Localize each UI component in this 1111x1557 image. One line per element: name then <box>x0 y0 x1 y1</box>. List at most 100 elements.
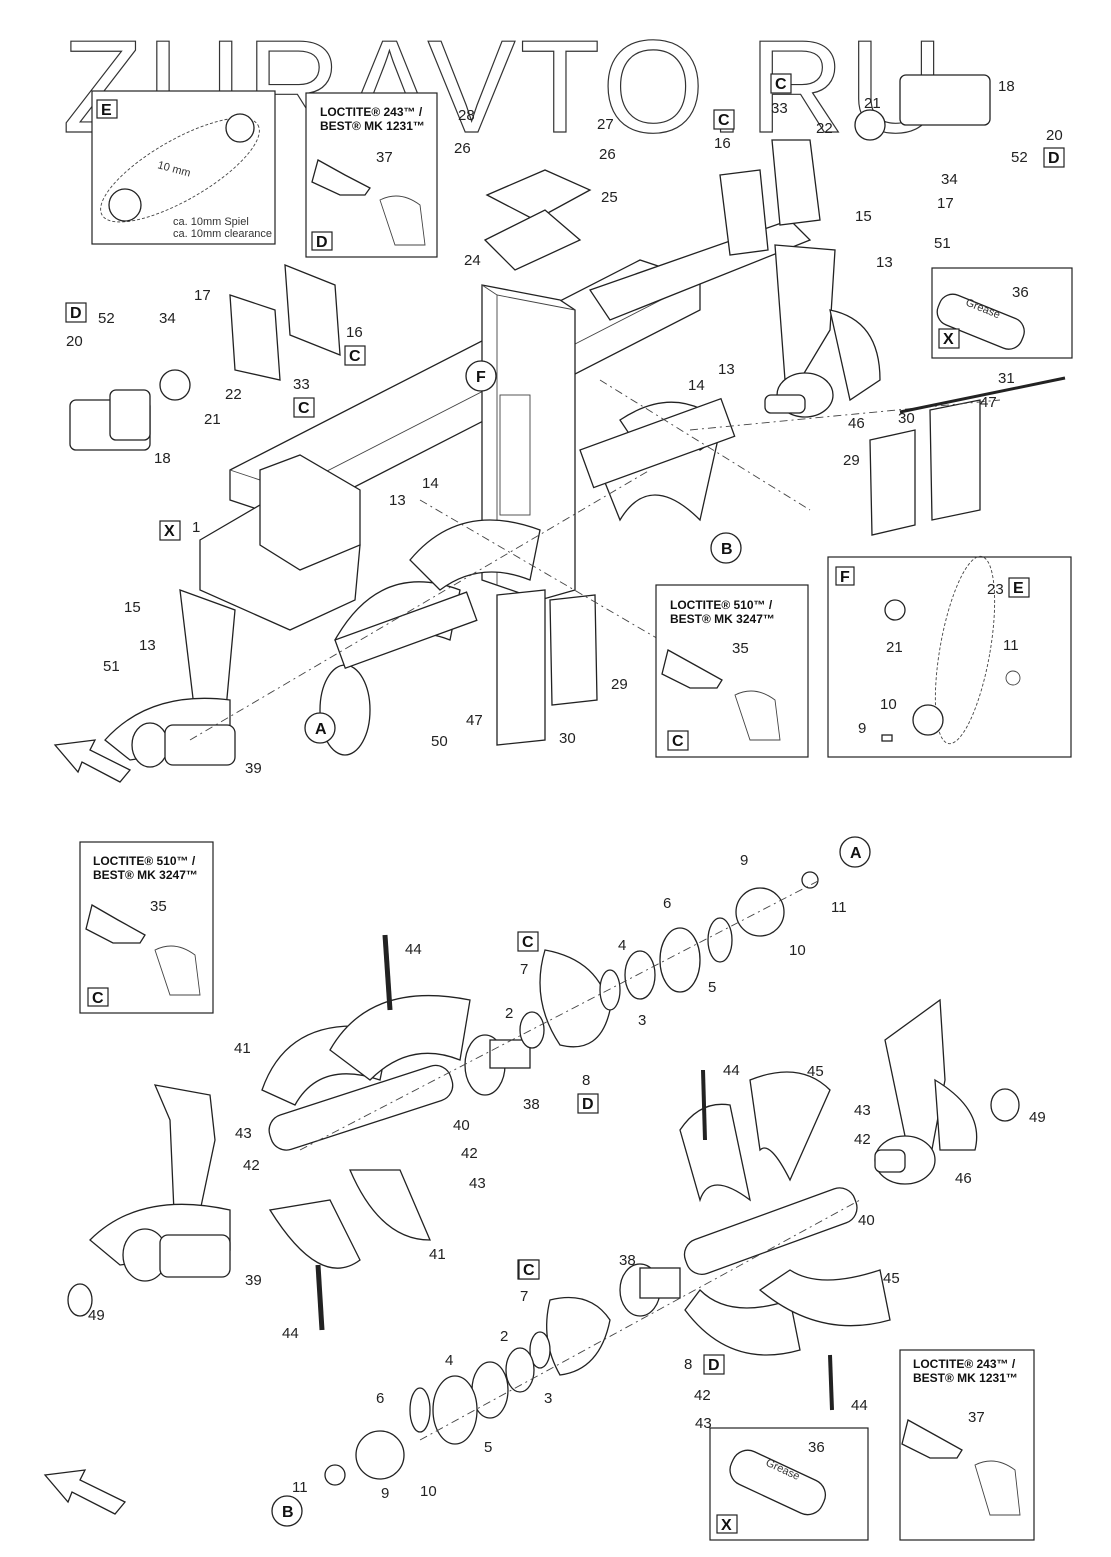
reference-box <box>770 73 792 94</box>
part-number-label: 52 <box>98 310 115 327</box>
part-number-label: 18 <box>998 78 1015 95</box>
loctite-line1: LOCTITE® 510™ / <box>670 598 773 612</box>
reference-letter: C <box>523 1262 535 1279</box>
part-number-label: 22 <box>225 386 242 403</box>
part-number-label: 13 <box>389 492 406 509</box>
reference-box <box>344 345 366 366</box>
part-number-label: 6 <box>663 895 671 912</box>
part-number-label: 15 <box>855 208 872 225</box>
part-number-label: 25 <box>601 189 618 206</box>
part-number-label: 16 <box>714 135 731 152</box>
reference-box <box>1043 147 1065 168</box>
detail-circle-letter: A <box>850 845 862 862</box>
detail-circle-letter: F <box>476 369 486 386</box>
part-37-label: 37 <box>968 1409 985 1426</box>
part-number-label: 15 <box>124 599 141 616</box>
part-number-label: 43 <box>235 1125 252 1142</box>
part-number-label: 2 <box>505 1005 513 1022</box>
reference-letter: D <box>70 305 82 322</box>
part-number-label: 41 <box>234 1040 251 1057</box>
part-number-label: 49 <box>88 1307 105 1324</box>
part-number-label: 28 <box>458 107 475 124</box>
part-35-label: 35 <box>732 640 749 657</box>
part-23-label: 23 <box>987 581 1004 598</box>
reference-box <box>159 520 181 541</box>
reference-box <box>293 397 315 418</box>
part-number-label: 4 <box>445 1352 453 1369</box>
part-number-label: 10 <box>789 942 806 959</box>
part-number-label: 49 <box>1029 1109 1046 1126</box>
part-number-label: 13 <box>718 361 735 378</box>
reference-letter: C <box>522 934 534 951</box>
part-number-label: 17 <box>937 195 954 212</box>
reference-letter: C <box>672 733 684 750</box>
part-9-label: 9 <box>858 720 866 737</box>
part-number-label: 47 <box>980 394 997 411</box>
part-number-label: 52 <box>1011 149 1028 166</box>
part-number-label: 22 <box>816 120 833 137</box>
loctite-line2: BEST® MK 3247™ <box>93 868 198 882</box>
detail-circle <box>271 1495 303 1527</box>
reference-box <box>938 328 960 349</box>
part-number-label: 50 <box>431 733 448 750</box>
part-number-label: 3 <box>544 1390 552 1407</box>
chain-note-de: ca. 10mm Spiel <box>173 216 249 228</box>
grease-callout-bottom: Grease 36 X <box>709 1427 869 1541</box>
loctite-line1: LOCTITE® 243™ / <box>913 1357 1016 1371</box>
part-number-label: 7 <box>520 1288 528 1305</box>
part-number-label: 27 <box>597 116 614 133</box>
part-number-label: 30 <box>898 410 915 427</box>
bottom-assembly-drawing <box>43 871 1020 1515</box>
detail-circle <box>839 836 871 868</box>
part-number-label: 9 <box>381 1485 389 1502</box>
reference-box <box>713 109 735 130</box>
reference-letter: X <box>943 331 954 348</box>
top-assembly-drawing <box>53 74 1066 783</box>
part-number-label: 42 <box>694 1387 711 1404</box>
part-number-label: 38 <box>523 1096 540 1113</box>
reference-letter: D <box>1048 150 1060 167</box>
part-number-label: 14 <box>422 475 439 492</box>
part-number-label: 38 <box>619 1252 636 1269</box>
detail-circle-letter: B <box>282 1504 294 1521</box>
ref-box-c: C <box>92 990 104 1007</box>
part-number-label: 44 <box>723 1062 740 1079</box>
part-number-label: 31 <box>998 370 1015 387</box>
part-number-label: 39 <box>245 1272 262 1289</box>
part-number-label: 42 <box>461 1145 478 1162</box>
part-number-label: 29 <box>611 676 628 693</box>
part-number-label: 20 <box>1046 127 1063 144</box>
part-number-label: 44 <box>851 1397 868 1414</box>
part-number-label: 44 <box>282 1325 299 1342</box>
reference-letter: D <box>708 1357 720 1374</box>
loctite-line2: BEST® MK 1231™ <box>320 119 425 133</box>
part-number-label: 5 <box>708 979 716 996</box>
part-21-label: 21 <box>886 639 903 656</box>
part-number-label: 33 <box>293 376 310 393</box>
part-number-label: 42 <box>854 1131 871 1148</box>
reference-letter: C <box>349 348 361 365</box>
loctite-243-callout-top: LOCTITE® 243™ / BEST® MK 1231™ 37 D <box>305 92 438 258</box>
ref-box-f: F <box>840 569 850 586</box>
chain-note-en: ca. 10mm clearance <box>173 228 272 240</box>
part-number-label: 41 <box>429 1246 446 1263</box>
part-number-label: 51 <box>934 235 951 252</box>
part-number-label: 46 <box>955 1170 972 1187</box>
part-number-label: 11 <box>831 899 847 916</box>
ref-box-x: X <box>721 1517 732 1534</box>
part-37-label: 37 <box>376 149 393 166</box>
loctite-510-callout-top: LOCTITE® 510™ / BEST® MK 3247™ 35 <box>655 584 809 758</box>
part-number-label: 43 <box>695 1415 712 1432</box>
part-number-label: 39 <box>245 760 262 777</box>
part-number-label: 29 <box>843 452 860 469</box>
reference-box <box>65 302 87 323</box>
part-number-label: 8 <box>684 1356 692 1373</box>
part-number-label: 26 <box>599 146 616 163</box>
part-number-label: 43 <box>469 1175 486 1192</box>
reference-box <box>518 1259 540 1280</box>
part-number-label: 11 <box>292 1479 308 1496</box>
loctite-line2: BEST® MK 1231™ <box>913 1371 1018 1385</box>
reference-letter: C <box>775 76 787 93</box>
chain-clearance-callout: 10 mm ca. 10mm Spiel ca. 10mm clearance … <box>91 90 276 245</box>
